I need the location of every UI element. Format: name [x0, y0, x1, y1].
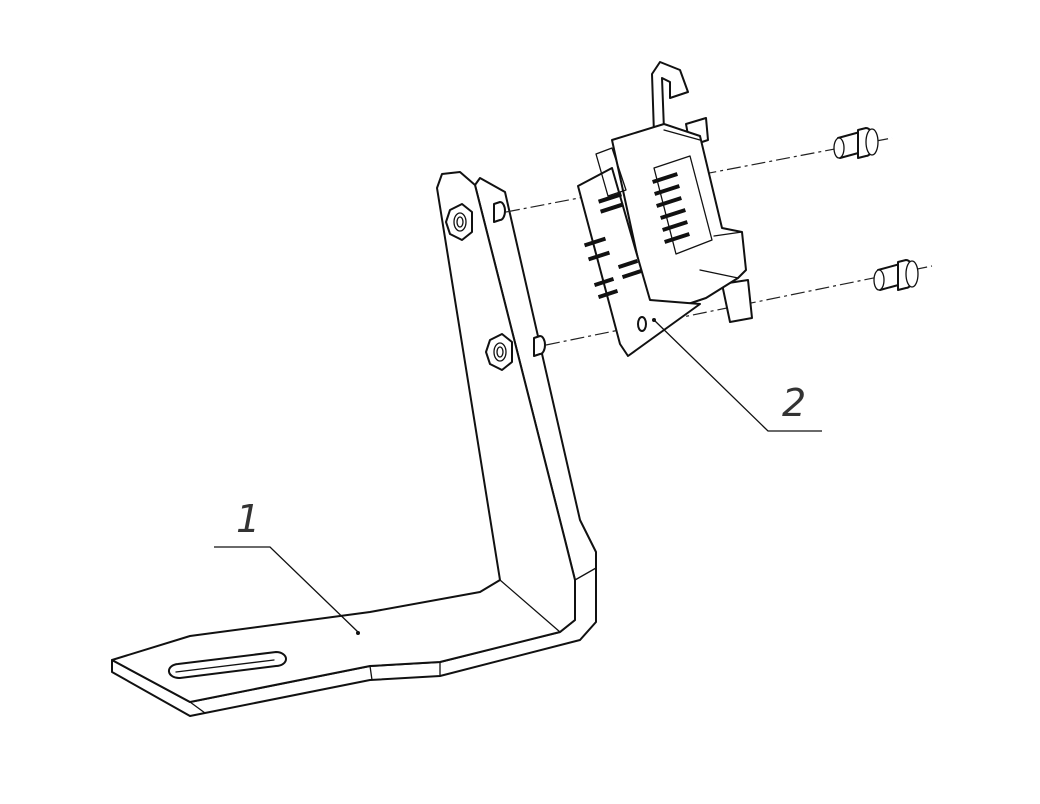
connector-pins	[583, 172, 690, 299]
bracket-edge-line	[189, 701, 206, 714]
bracket-slot	[168, 651, 287, 680]
bracket-bend-line	[499, 579, 561, 633]
callout-1-label: 1	[236, 497, 260, 541]
stud-upper	[493, 201, 506, 223]
callout-2: 2	[652, 318, 822, 432]
axis-line-upper	[505, 137, 893, 213]
connector-detail-5	[595, 147, 627, 197]
fastener-upper	[833, 127, 879, 159]
assembly-axis-lines	[505, 137, 933, 346]
connector-mount-hole	[637, 316, 647, 332]
hex-nut-lower	[485, 333, 513, 371]
connector-board	[577, 167, 701, 357]
bracket-top-face	[111, 171, 576, 703]
connector-tab-lower	[721, 279, 753, 323]
connector-detail-3	[713, 231, 743, 237]
callout-2-leader	[653, 319, 822, 432]
stud-lower	[533, 335, 546, 357]
bracket-bend-line-2	[574, 567, 597, 581]
bracket-slot-inner	[175, 659, 275, 673]
hex-nut-upper	[445, 203, 473, 241]
connector-top-clip	[651, 61, 689, 135]
connector-detail-4	[699, 269, 739, 279]
bracket-edge-line-2	[369, 665, 373, 681]
fastener-lower	[873, 259, 919, 291]
callout-1-leader	[214, 546, 359, 633]
connector-part-2	[577, 61, 753, 357]
connector-detail-2	[663, 129, 701, 141]
callout-2-label: 2	[782, 381, 806, 425]
axis-line-lower	[545, 265, 933, 346]
callout-1: 1	[214, 497, 360, 635]
bracket-part-1	[111, 171, 597, 717]
connector-detail-1	[653, 155, 713, 255]
